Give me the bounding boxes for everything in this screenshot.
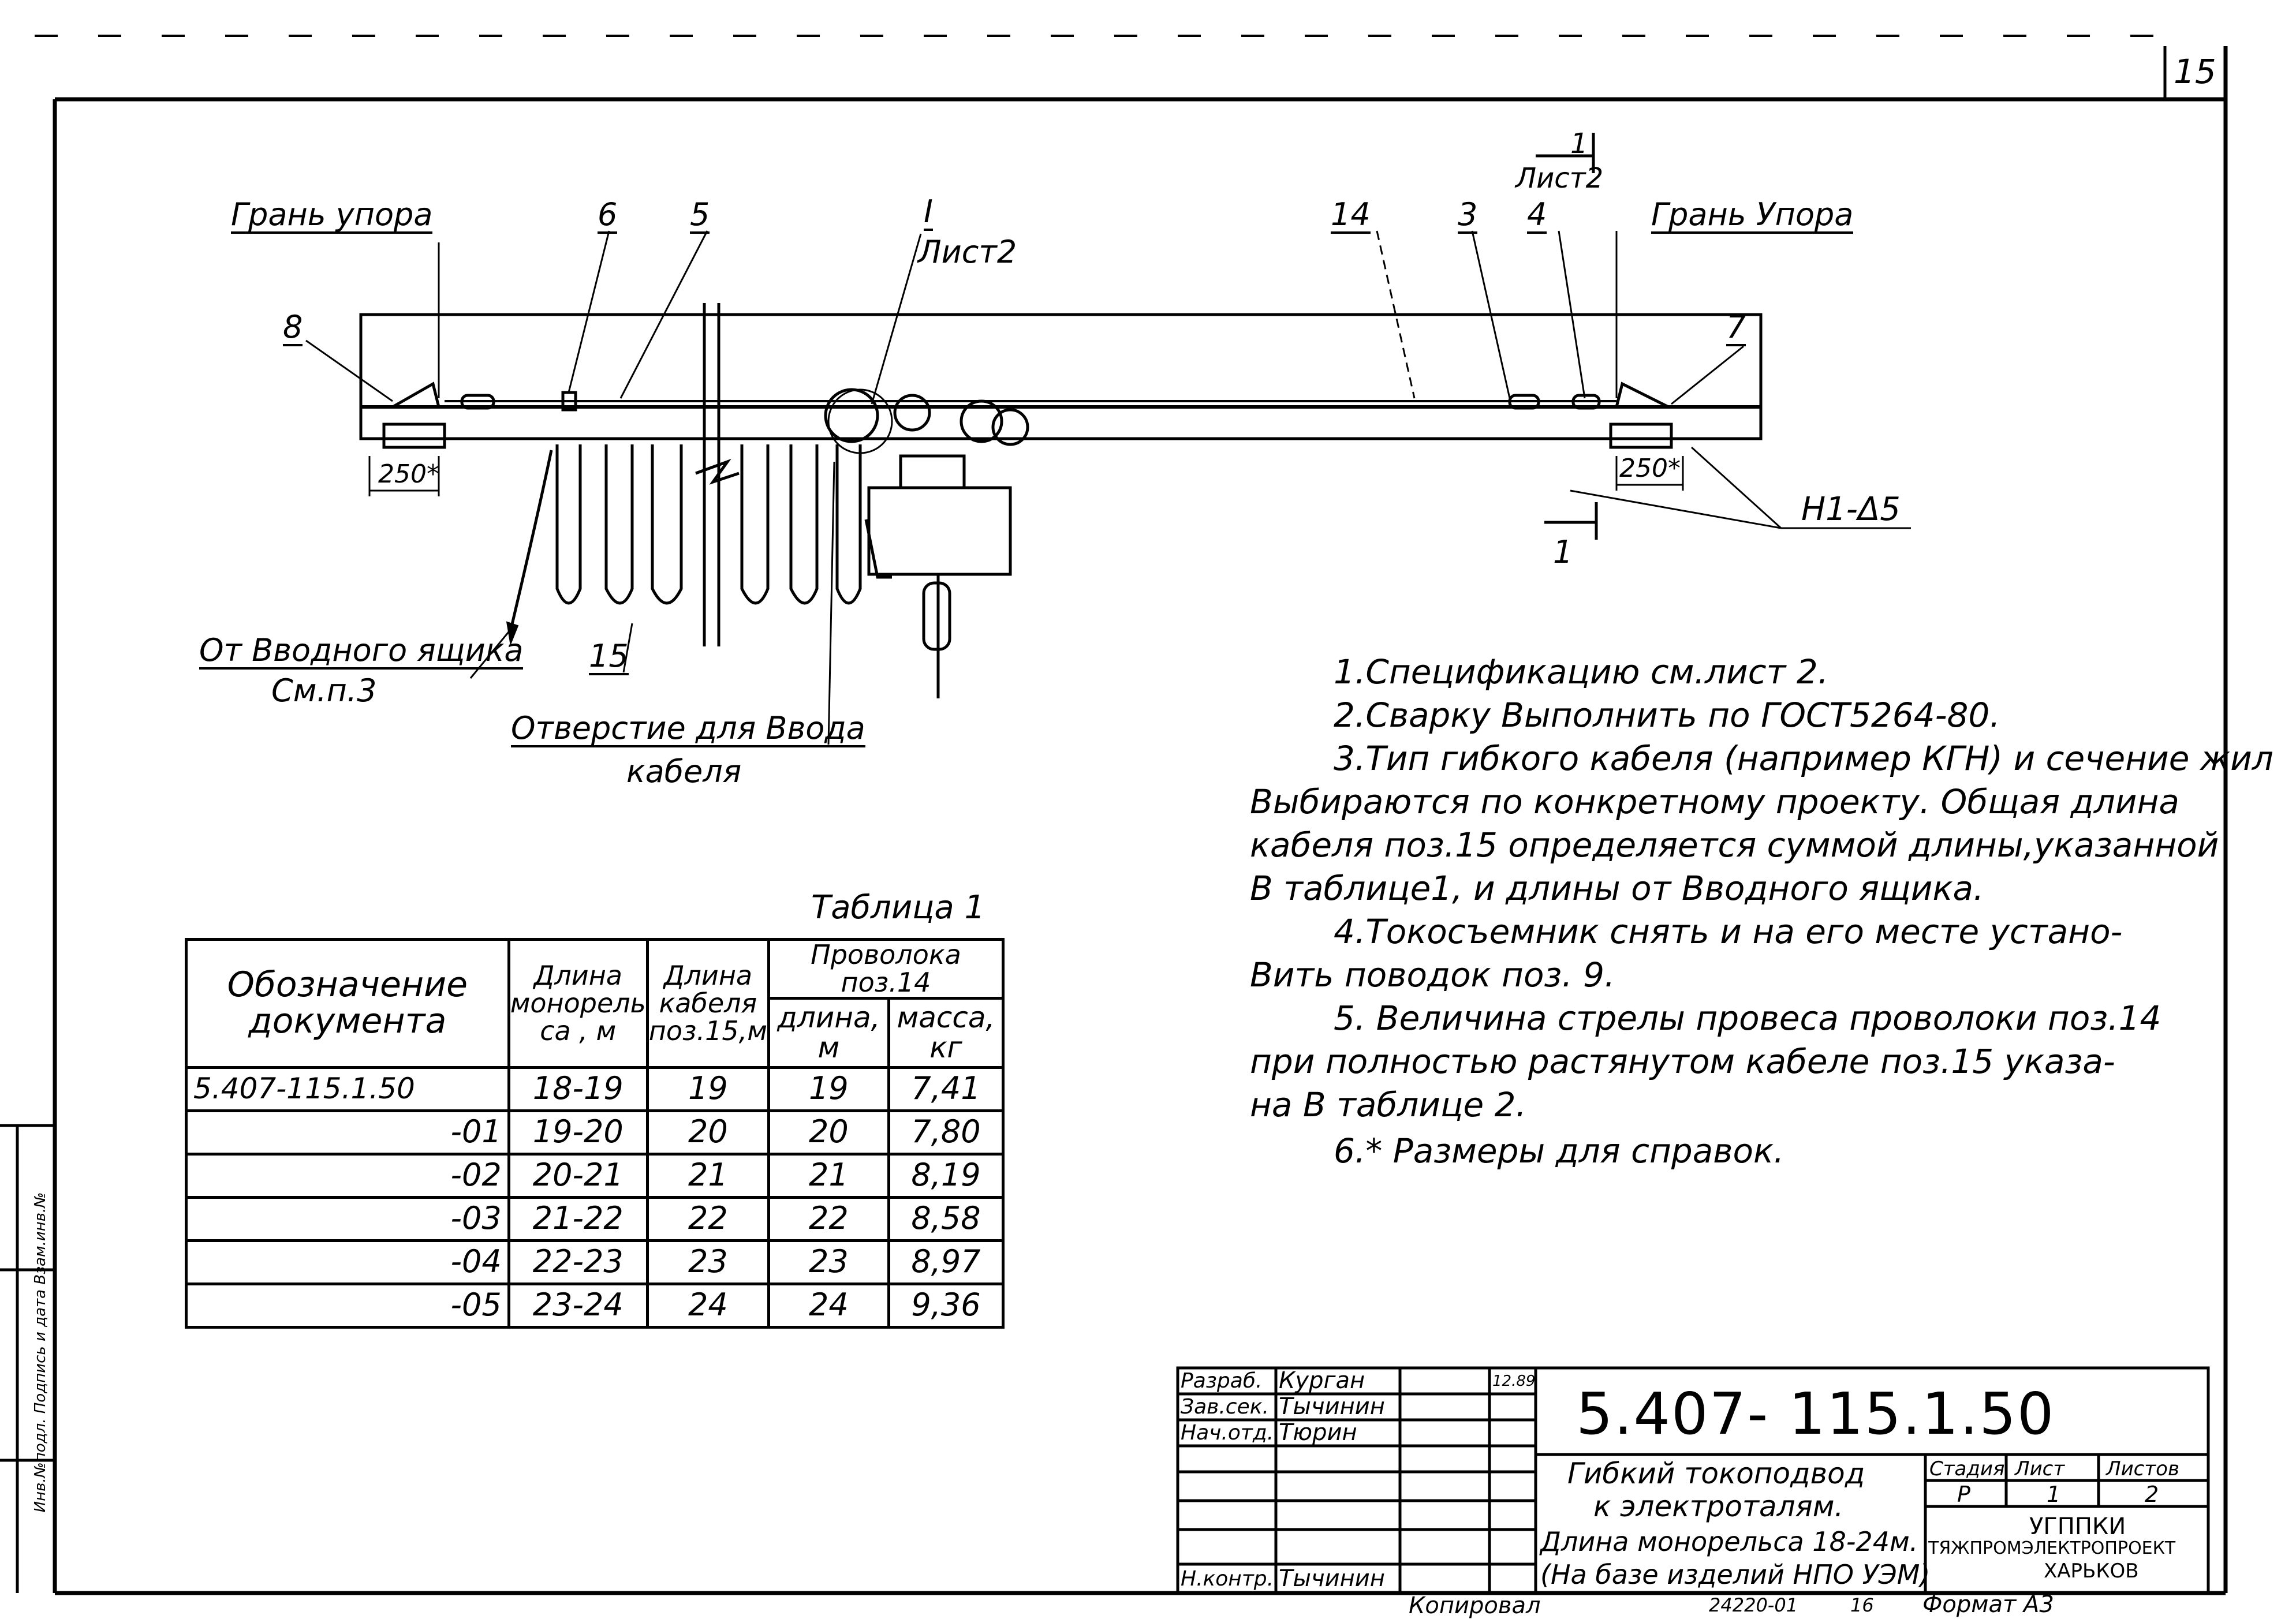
title-line: к электроталям. <box>1593 1490 1844 1523</box>
table-row: 5.407-115.1.50 18-19 19 19 7,41 <box>185 1065 1005 1112</box>
sheets-value: 2 <box>2145 1482 2159 1507</box>
note-line: Выбираются по конкретному проекту. Общая… <box>1250 782 2179 821</box>
note-line: 6.* Размеры для справок. <box>1334 1131 1784 1171</box>
role-label: Н.контр. <box>1181 1567 1274 1591</box>
label-section-1-bottom: 1 <box>1553 534 1573 570</box>
doc-code: 5.407- 115.1.50 <box>1576 1380 2055 1448</box>
label-pos-6: 6 <box>598 196 618 234</box>
note-line: 5. Величина стрелы провеса проволоки поз… <box>1334 999 2161 1038</box>
role-label: Разраб. <box>1181 1369 1263 1393</box>
role-name: Тюрин <box>1279 1419 1357 1446</box>
footer-copied: Копировал <box>1409 1592 1541 1619</box>
note-line: на В таблице 2. <box>1250 1085 1526 1124</box>
label-see-p3: См.п.3 <box>271 672 377 709</box>
label-weld: Н1-Δ5 <box>1801 491 1901 528</box>
note-line: 1.Спецификацию см.лист 2. <box>1334 652 1829 691</box>
table1-caption: Таблица 1 <box>811 889 985 926</box>
title-line: Гибкий токоподвод <box>1567 1457 1865 1490</box>
title-line: (На базе изделий НПО УЭМ) <box>1540 1559 1931 1590</box>
label-face-right: Грань Упора <box>1651 196 1854 234</box>
sheet-number: 15 <box>2174 52 2216 91</box>
header-wire: Проволока поз.14 <box>767 938 1005 1000</box>
title-line: Длина монорельса 18-24м. <box>1540 1526 1918 1557</box>
note-line: 2.Сварку Выполнить по ГОСТ5264-80. <box>1334 696 2000 735</box>
role-name: Курган <box>1279 1367 1365 1394</box>
role-name: Тычинин <box>1279 1393 1385 1420</box>
table-row: -02 20-21 21 21 8,19 <box>185 1152 1005 1199</box>
footer-page: 16 <box>1850 1594 1874 1616</box>
org-line: УГППКИ <box>2029 1513 2126 1540</box>
header-wire-mass: масса,кг <box>887 996 1005 1069</box>
footer-order: 24220-01 <box>1709 1594 1798 1616</box>
note-line: кабеля поз.15 определяется суммой длины,… <box>1250 825 2219 865</box>
label-pos-4: 4 <box>1527 196 1547 234</box>
note-line: 4.Токосъемник снять и на его месте устан… <box>1334 912 2123 951</box>
label-ref-i: I <box>924 193 933 231</box>
label-hole-line1: Отверстие для Ввода <box>511 710 865 747</box>
note-line: Вить поводок поз. 9. <box>1250 955 1615 994</box>
label-section-list2: Лист2 <box>1515 162 1604 195</box>
label-from-box: От Вводного ящика <box>199 632 524 670</box>
label-pos-7: 7 <box>1726 309 1746 346</box>
label-dim-left: 250* <box>378 459 439 489</box>
stage-value: Р <box>1957 1482 1970 1507</box>
table-row: -04 22-23 23 23 8,97 <box>185 1239 1005 1285</box>
role-date: 12.89 <box>1492 1373 1536 1390</box>
sheet-label: Лист <box>2015 1457 2065 1480</box>
sheets-label: Листов <box>2106 1457 2180 1480</box>
org-line: ТЯЖПРОМЭЛЕКТРОПРОЕКТ <box>1928 1538 2176 1558</box>
label-section-1-top: 1 <box>1570 128 1588 160</box>
label-pos-14: 14 <box>1331 196 1371 234</box>
org-line: ХАРЬКОВ <box>2044 1560 2139 1583</box>
label-pos-3: 3 <box>1458 196 1478 234</box>
label-face-left: Грань упора <box>231 196 433 234</box>
table-row: -01 19-20 20 20 7,80 <box>185 1109 1005 1156</box>
label-dim-right: 250* <box>1619 454 1681 483</box>
note-line: 3.Тип гибкого кабеля (например КГН) и се… <box>1334 739 2273 778</box>
sheet-value: 1 <box>2047 1482 2061 1507</box>
role-label: Нач.отд. <box>1181 1421 1274 1445</box>
label-pos-8: 8 <box>283 309 303 346</box>
side-stamp: Инв.№подл. Подпись и дата Взам.инв.№ <box>32 1192 49 1513</box>
table-row: -03 21-22 22 22 8,58 <box>185 1195 1005 1242</box>
label-pos-5: 5 <box>690 196 710 234</box>
table-row: -05 23-24 24 24 9,36 <box>185 1282 1005 1329</box>
label-hole-line2: кабеля <box>626 753 742 790</box>
stage-label: Стадия <box>1929 1457 2005 1480</box>
note-line: при полностью растянутом кабеле поз.15 у… <box>1250 1042 2115 1081</box>
note-line: В таблице1, и длины от Вводного ящика. <box>1250 869 1984 908</box>
header-wire-length: длина,м <box>767 996 890 1069</box>
label-pos-15: 15 <box>589 638 629 675</box>
role-label: Зав.сек. <box>1181 1395 1269 1419</box>
label-ref-list2: Лист2 <box>918 234 1017 270</box>
footer-format: Формат А3 <box>1922 1591 2054 1618</box>
role-name: Тычинин <box>1279 1565 1385 1592</box>
